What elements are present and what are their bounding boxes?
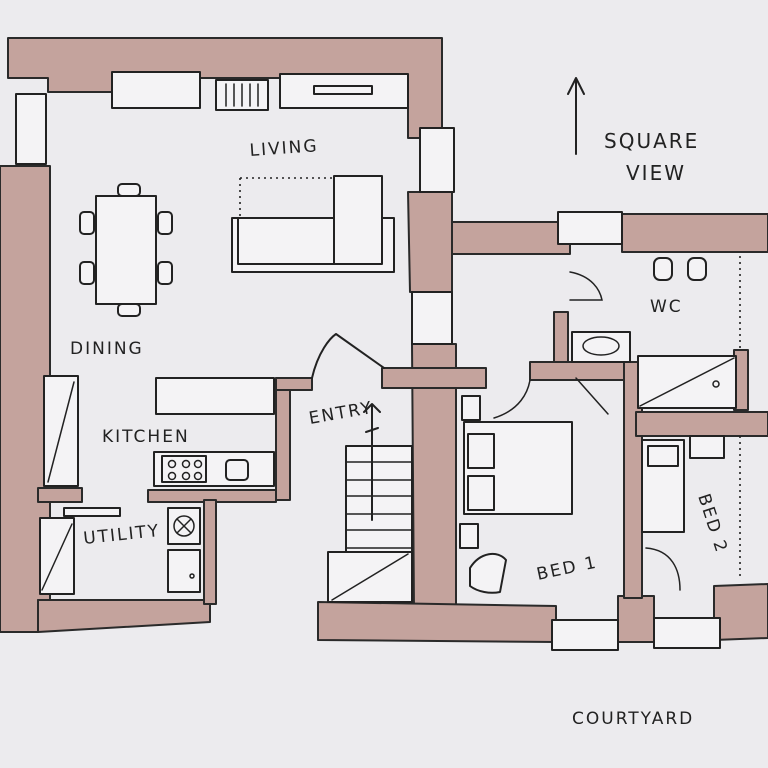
window-bottom-2: [653, 617, 721, 649]
label-courtyard: COURTYARD: [572, 709, 694, 729]
room-label-utility: UTILITY: [82, 521, 161, 549]
bed2-pillow: [647, 445, 679, 467]
utility-fittings: [39, 507, 201, 595]
chair: [157, 211, 173, 235]
room-label-entry: ENTRY: [307, 398, 374, 429]
washing-machine-drum: [173, 515, 195, 537]
bed2-furniture: [641, 435, 741, 578]
hob-burners: [167, 459, 203, 481]
room-label-bed1: BED 1: [535, 552, 600, 584]
wall-kitchen-divider: [147, 489, 277, 503]
bed1-wardrobe-curve: [645, 547, 681, 591]
wall-bottom-left: [37, 599, 211, 633]
shower-diagonal: [639, 357, 735, 407]
wall-column-right: [451, 221, 571, 255]
label-square-view-line2: VIEW: [626, 161, 686, 185]
wall-bottom-pier: [617, 595, 655, 643]
bed1-pillow: [467, 433, 495, 469]
chair: [79, 211, 95, 235]
dining-table: [95, 195, 157, 305]
wall-bottom-center: [317, 601, 557, 643]
stair-treads: [345, 461, 413, 549]
chair: [117, 303, 141, 317]
wall-wc-left: [553, 311, 569, 363]
wall-bottom-right: [713, 583, 768, 641]
wall-kitchen-top-stub: [275, 377, 313, 391]
wc-fittings: [569, 256, 741, 409]
sofa-back-dots: [239, 177, 334, 218]
wall-bed2-top: [635, 411, 768, 437]
kitchen-fittings: [43, 375, 275, 487]
entry-door-swing: [311, 333, 385, 379]
wall-bed1-wc: [529, 361, 637, 381]
bed1-furniture: [459, 377, 681, 594]
wall-utility-left: [37, 487, 83, 503]
bed1-door-swing: [493, 379, 531, 419]
staircase: [327, 403, 413, 603]
stair-arrow: [363, 403, 381, 521]
chair: [157, 261, 173, 285]
room-label-wc: WC: [650, 297, 683, 317]
stair-lower-diagonal: [331, 553, 409, 601]
north-arrow-icon: [567, 77, 585, 155]
boiler: [167, 549, 201, 593]
room-label-kitchen: KITCHEN: [102, 427, 190, 447]
radiator-fins: [225, 83, 259, 107]
window-corridor: [411, 291, 453, 345]
bed1-door-swing-2: [575, 377, 609, 415]
windows: [15, 71, 721, 651]
chair: [117, 183, 141, 197]
washing-machine-x: [176, 518, 192, 534]
dining-table-set: [79, 183, 173, 317]
sofa-seat: [237, 217, 335, 265]
sofa: [231, 175, 395, 273]
bed1-pillow: [467, 475, 495, 511]
window-top-3: [313, 85, 373, 95]
shower-drain: [712, 380, 720, 388]
walls: [0, 37, 768, 643]
fridge-diagonal: [47, 381, 75, 483]
kitchen-counter-top: [155, 377, 275, 415]
window-right-living: [419, 127, 455, 193]
chair: [79, 261, 95, 285]
wc-door-swing: [569, 271, 603, 301]
toilet-icon: [687, 257, 707, 281]
window-left-wall: [15, 93, 47, 165]
wall-kitchen-right: [275, 377, 291, 501]
wall-utility-right: [203, 499, 217, 605]
sink-icon: [225, 459, 249, 481]
boiler-dot: [189, 573, 195, 579]
utility-shelf: [63, 507, 121, 517]
bed2-nightstand: [689, 435, 725, 459]
toilet-icon: [653, 257, 673, 281]
room-label-living: LIVING: [249, 136, 319, 161]
window-top-1: [111, 71, 201, 109]
wall-entry-threshold: [381, 367, 487, 389]
entry-door: [311, 333, 385, 379]
sofa-chaise: [333, 175, 383, 265]
room-label-dining: DINING: [70, 339, 144, 359]
bed1-chair: [469, 552, 507, 594]
bed1-nightstand: [459, 523, 479, 549]
wall-top-right: [621, 213, 768, 253]
wall-central-column: [407, 191, 453, 293]
room-label-bed2: BED 2: [693, 491, 731, 556]
utility-cupboard-diagonal: [41, 523, 73, 591]
window-wc-top: [557, 211, 623, 245]
stair-arrow-tick: [365, 427, 379, 433]
window-bottom-1: [551, 619, 619, 651]
basin-icon: [582, 336, 620, 356]
bed1-nightstand: [461, 395, 481, 421]
label-square-view-line1: SQUARE: [604, 129, 699, 153]
